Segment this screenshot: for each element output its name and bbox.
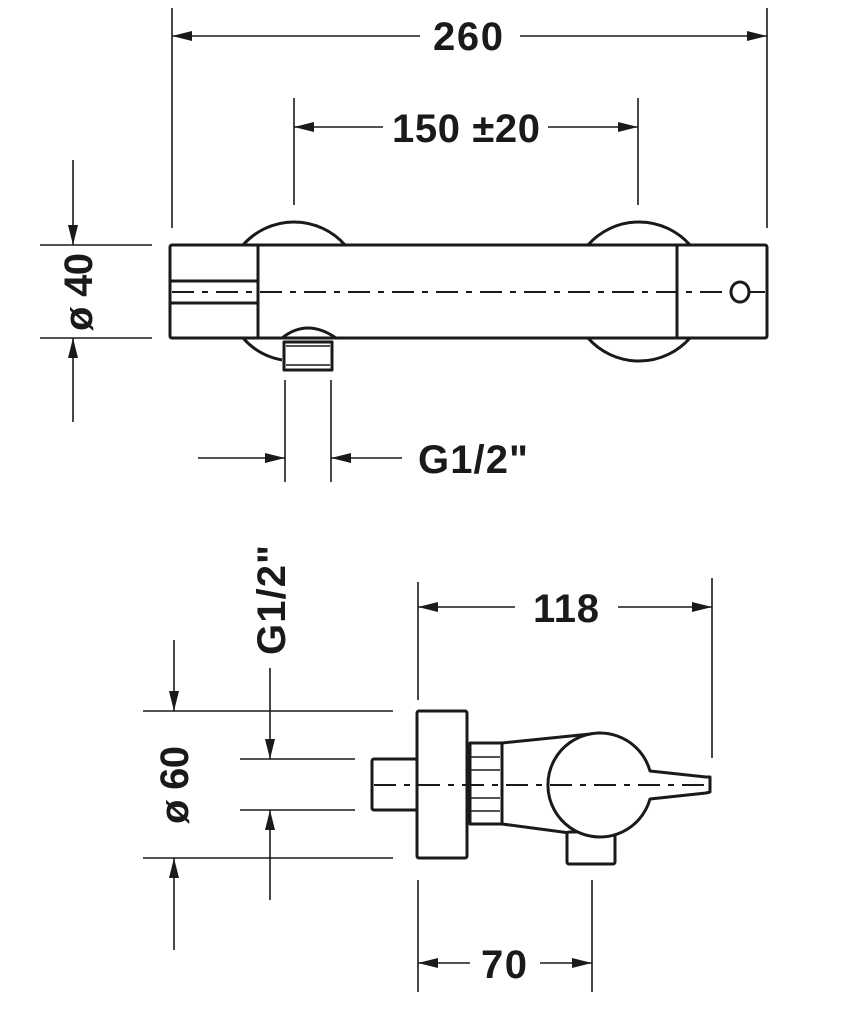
dim-260: 260	[433, 15, 503, 59]
dim-118: 118	[533, 587, 599, 631]
right-rosette-bottom	[586, 337, 692, 363]
left-rosette-bottom	[241, 336, 283, 362]
dim-70: 70	[481, 943, 527, 987]
dim-dia-40: ø 40	[57, 253, 101, 331]
dim-150: 150 ±20	[392, 107, 540, 151]
right-rosette-top	[586, 220, 692, 246]
dim-thread-side: G1/2"	[250, 545, 294, 655]
left-rosette-top	[241, 220, 347, 246]
outlet-dome	[280, 326, 338, 340]
dim-dia-60: ø 60	[153, 746, 197, 824]
knurled-ring	[468, 741, 504, 826]
screw-hole	[729, 280, 751, 304]
side-view: 118 ø 60 G1/2" 70	[143, 545, 713, 992]
dim-thread-top: G1/2"	[418, 438, 528, 482]
top-view: 260 150 ±20 ø 40 G1/2"	[40, 8, 769, 482]
